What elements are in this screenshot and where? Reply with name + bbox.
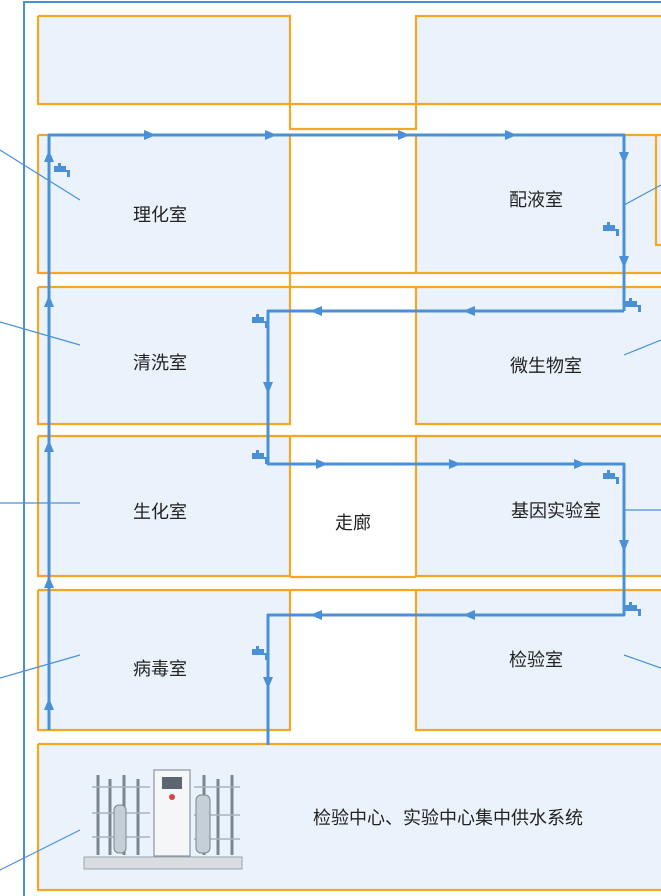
faucet-icon xyxy=(250,450,270,466)
faucet-icon xyxy=(250,646,270,662)
faucet-icon xyxy=(601,222,621,238)
faucet-icon xyxy=(623,602,643,618)
faucet-icon xyxy=(250,314,270,330)
room-label-qingxi: 清洗室 xyxy=(133,353,187,374)
arrow-icon xyxy=(263,677,273,689)
arrow-icon xyxy=(44,150,54,162)
arrow-icon xyxy=(44,440,54,452)
faucet-icon xyxy=(601,470,621,486)
arrow-icon xyxy=(398,130,410,140)
room-label-weishengwu: 微生物室 xyxy=(510,356,582,377)
water-purification-equipment xyxy=(83,769,243,870)
water-pipe xyxy=(47,133,626,745)
room-label-zoulang: 走廊 xyxy=(335,513,371,534)
arrow-icon xyxy=(44,698,54,710)
building-outline xyxy=(23,1,661,896)
arrow-icon xyxy=(316,459,328,469)
arrow-icon xyxy=(310,306,322,316)
faucet-icon xyxy=(52,163,72,179)
arrow-icon xyxy=(310,610,322,620)
arrow-icon xyxy=(144,130,156,140)
room-label-shenghua: 生化室 xyxy=(133,502,187,523)
leader-lines xyxy=(0,149,661,871)
faucet-icon xyxy=(623,298,643,314)
room-label-jianyan: 检验室 xyxy=(509,650,563,671)
flow-arrows xyxy=(44,130,629,710)
room-fills xyxy=(38,16,661,890)
arrow-icon xyxy=(619,256,629,268)
system-label: 检验中心、实验中心集中供水系统 xyxy=(313,808,583,829)
arrow-icon xyxy=(449,459,461,469)
arrow-icon xyxy=(505,130,517,140)
room-label-bingdu: 病毒室 xyxy=(133,659,187,680)
arrow-icon xyxy=(44,576,54,588)
arrow-icon xyxy=(263,382,273,394)
arrow-icon xyxy=(463,306,475,316)
arrow-icon xyxy=(265,130,277,140)
arrow-icon xyxy=(463,610,475,620)
arrow-icon xyxy=(619,152,629,164)
arrow-icon xyxy=(44,295,54,307)
room-label-jiyin: 基因实验室 xyxy=(511,501,601,522)
arrow-icon xyxy=(619,540,629,552)
room-label-peiye: 配液室 xyxy=(509,190,563,211)
arrow-icon xyxy=(574,459,586,469)
room-label-lihua: 理化室 xyxy=(133,205,187,226)
